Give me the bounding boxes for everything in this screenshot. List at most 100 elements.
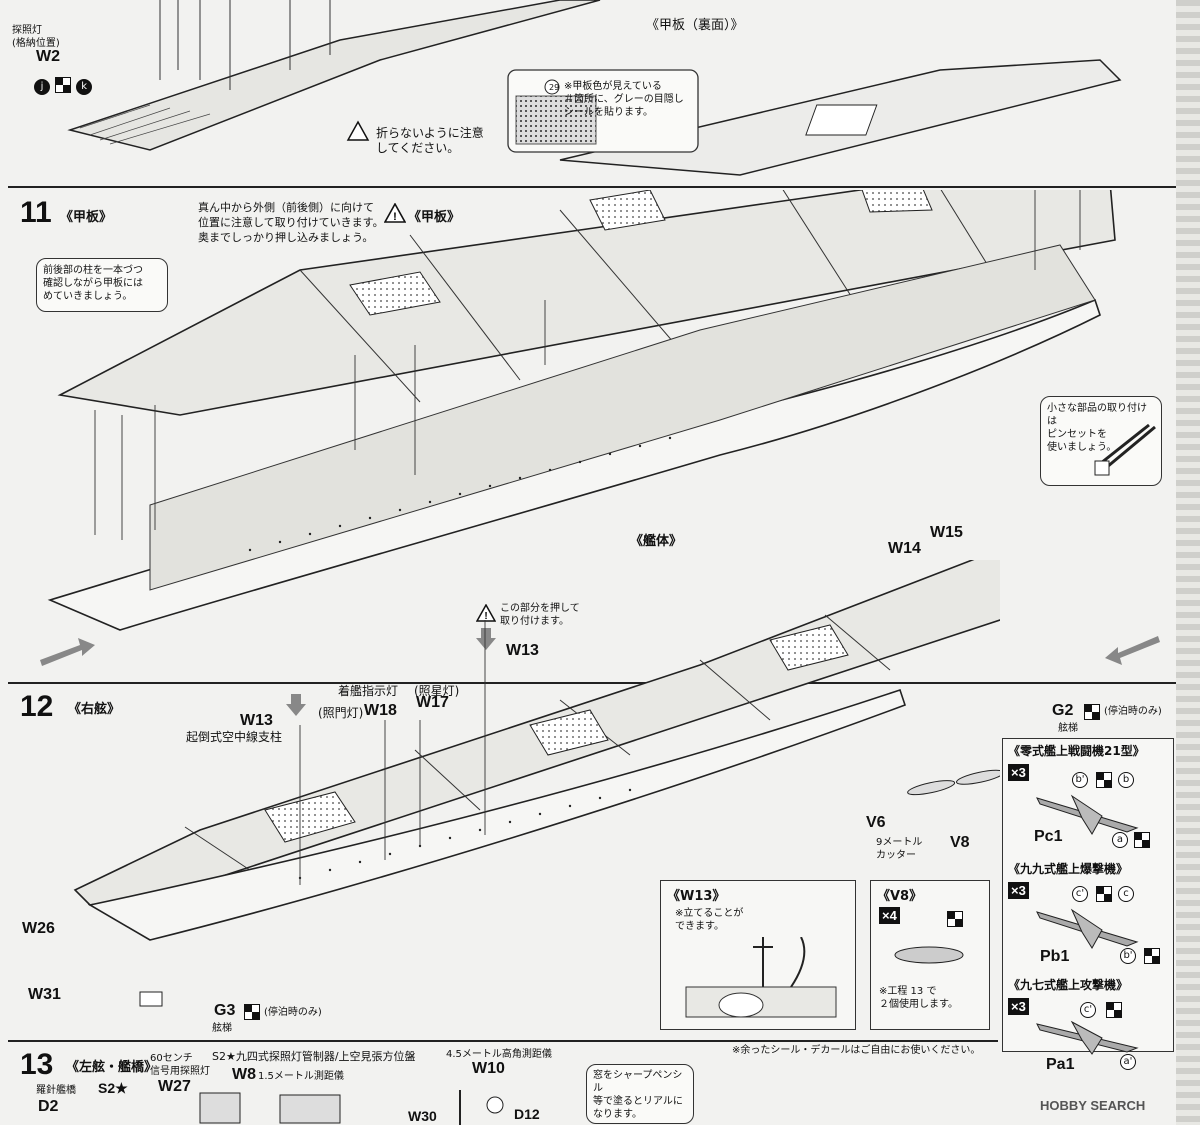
part-w31-label: W31 xyxy=(28,986,61,1003)
arrow-down-icon xyxy=(286,694,306,716)
tweezers-icon xyxy=(1094,423,1156,476)
svg-text:!: ! xyxy=(484,611,487,622)
arrow-down-icon xyxy=(476,628,496,650)
tweezers-note: 小さな部品の取り付けは ピンセットを 使いましょう。 xyxy=(1047,403,1147,453)
pencil-note: 窓をシャープペンシル 等で塗るとリアルに なります。 xyxy=(593,1070,683,1120)
section-divider xyxy=(8,186,1176,188)
push-note: この部分を押して 取り付けます。 xyxy=(500,603,580,627)
antenna-label: 起倒式空中線支柱 xyxy=(186,730,283,744)
g3-note: (停泊時のみ) xyxy=(264,1007,322,1018)
part-d2-label: D2 xyxy=(38,1098,59,1115)
pillar-note-box: 前後部の柱を一本づつ 確認しながら甲板には めていきましょう。 xyxy=(36,258,168,312)
leftover-note: ※余ったシール・デカールはご自由にお使いください。 xyxy=(732,1045,981,1056)
aircraft-count-badge: ×3 xyxy=(1008,998,1029,1015)
step-title: 《左舷・艦橋》 xyxy=(66,1060,158,1075)
part-w8-label: W8 xyxy=(232,1066,256,1083)
part-w13-label: W13 xyxy=(240,712,273,729)
w13-detail-box: 《W13》 ※立てることが できます。 xyxy=(660,880,856,1030)
part-v8-label: V8 xyxy=(950,834,970,851)
hi-angle-label: 4.5メートル高角測距儀 xyxy=(446,1049,552,1060)
v8-detail-box: 《V8》 ×4 ※工程 13 で ２個使用します。 xyxy=(870,880,990,1030)
step13-bridge-illustration xyxy=(199,1090,504,1125)
cutter-label: 9メートル カッター xyxy=(876,837,923,861)
s2-label: S2★九四式探照灯管制器/上空見張方位盤 xyxy=(212,1050,416,1063)
v8-box-note: ※工程 13 で ２個使用します。 xyxy=(879,986,958,1010)
v8-box-title: 《V8》 xyxy=(877,889,923,904)
cutter-boat-icon xyxy=(894,946,964,964)
v8-count-badge: ×4 xyxy=(879,907,900,924)
decal-marker: b xyxy=(1118,772,1134,788)
part-w27-label: W27 xyxy=(158,1078,191,1095)
aircraft-part-label: Pb1 xyxy=(1040,948,1070,965)
watermark: HOBBY SEARCH xyxy=(1040,1098,1146,1113)
svg-text:!: ! xyxy=(393,211,397,223)
warning-icon: ! xyxy=(476,604,496,622)
decal-marker: c xyxy=(1118,886,1134,902)
aircraft-part-label: Pa1 xyxy=(1046,1056,1075,1073)
part-d12-label: D12 xyxy=(514,1106,540,1122)
dive-bomber-icon xyxy=(1036,908,1139,949)
caution-title: 《甲板》 xyxy=(408,210,461,225)
part-w26-label: W26 xyxy=(22,920,55,937)
g2-note: (停泊時のみ) xyxy=(1104,706,1162,717)
sticker-note: ※甲板色が見えている ＃箇所に、グレーの目隠し シールを貼ります。 xyxy=(564,81,684,118)
decal-icon xyxy=(55,76,72,93)
step-title: 《甲板》 xyxy=(60,210,113,225)
w13-box-note: ※立てることが できます。 xyxy=(675,908,744,932)
part-g2-label: G2 xyxy=(1052,702,1074,719)
aircraft-title: 《九七式艦上攻撃機》 xyxy=(1008,978,1129,992)
decal-icon xyxy=(1134,832,1150,848)
g3-sub-label: 舷梯 xyxy=(212,1023,232,1034)
part-w18-label: W17 xyxy=(416,694,449,711)
part-w17-label: W18 xyxy=(364,702,397,719)
warning-icon: ! xyxy=(384,203,406,223)
sixty-cm-label: 60センチ 信号用探照灯 xyxy=(150,1053,210,1077)
aircraft-title: 《零式艦上戦闘機21型》 xyxy=(1008,744,1145,758)
decal-marker: b' xyxy=(1072,772,1088,788)
landing-light-label: 着艦指示灯 xyxy=(338,684,399,698)
part-w10-label: W10 xyxy=(472,1060,505,1077)
compass-bridge-label: 羅針艦橋 xyxy=(36,1085,76,1096)
step-number: 12 xyxy=(20,690,54,723)
rangefinder-label: 1.5メートル測距儀 xyxy=(258,1071,344,1082)
step12-ship-illustration xyxy=(73,560,1000,1007)
decal-icon xyxy=(1096,886,1112,902)
part-w15-label: W15 xyxy=(930,524,963,541)
deck-underside-title: 《甲板（裏面）》 xyxy=(646,18,744,33)
pillar-note: 前後部の柱を一本づつ 確認しながら甲板には めていきましょう。 xyxy=(43,265,143,302)
tweezers-note-box: 小さな部品の取り付けは ピンセットを 使いましょう。 xyxy=(1040,396,1162,486)
decal-j-marker: j xyxy=(34,79,50,95)
step11-ship-illustration xyxy=(40,190,1160,666)
g2-sub-label: 舷梯 xyxy=(1058,723,1078,734)
star-light-label: (照星灯) xyxy=(414,684,460,698)
decal-icon xyxy=(947,911,963,927)
part-w13-label: W13 xyxy=(506,642,539,659)
decal-marker: a xyxy=(1112,832,1128,848)
decal-k-marker: k xyxy=(76,79,93,95)
hull-label: 《艦体》 xyxy=(630,534,683,549)
part-s2-star-label: S2★ xyxy=(98,1080,128,1096)
illum-light-label: (照門灯) xyxy=(318,706,364,720)
page-edge-band xyxy=(1176,0,1200,1125)
section-divider xyxy=(8,682,1176,684)
step-number: 11 xyxy=(20,196,52,229)
decal-icon xyxy=(1084,704,1100,720)
section-divider xyxy=(8,1040,998,1042)
part-g3-label: G3 xyxy=(214,1002,236,1019)
decal-icon xyxy=(1144,948,1160,964)
w13-detail-illustration xyxy=(685,937,837,1018)
aircraft-count-badge: ×3 xyxy=(1008,882,1029,899)
fold-caution-note: 折らないように注意 してください。 xyxy=(376,126,484,155)
step-number: 13 xyxy=(20,1048,54,1081)
searchlight-label: 探照灯 (格納位置) xyxy=(12,25,60,49)
aircraft-title: 《九九式艦上爆撃機》 xyxy=(1008,862,1129,876)
top-deck-illustration xyxy=(67,0,1122,176)
step-title: 《右舷》 xyxy=(68,702,121,717)
zero-fighter-icon xyxy=(1036,794,1139,835)
decal-marker: a' xyxy=(1120,1054,1136,1070)
w13-box-title: 《W13》 xyxy=(667,889,726,904)
pencil-note-box: 窓をシャープペンシル 等で塗るとリアルに なります。 xyxy=(586,1064,694,1124)
part-v6-label: V6 xyxy=(866,814,886,831)
aircraft-count-badge: ×3 xyxy=(1008,764,1029,781)
step-instruction: 真ん中から外側（前後側）に向けて 位置に注意して取り付けていきます。 奥までしっ… xyxy=(198,201,384,244)
